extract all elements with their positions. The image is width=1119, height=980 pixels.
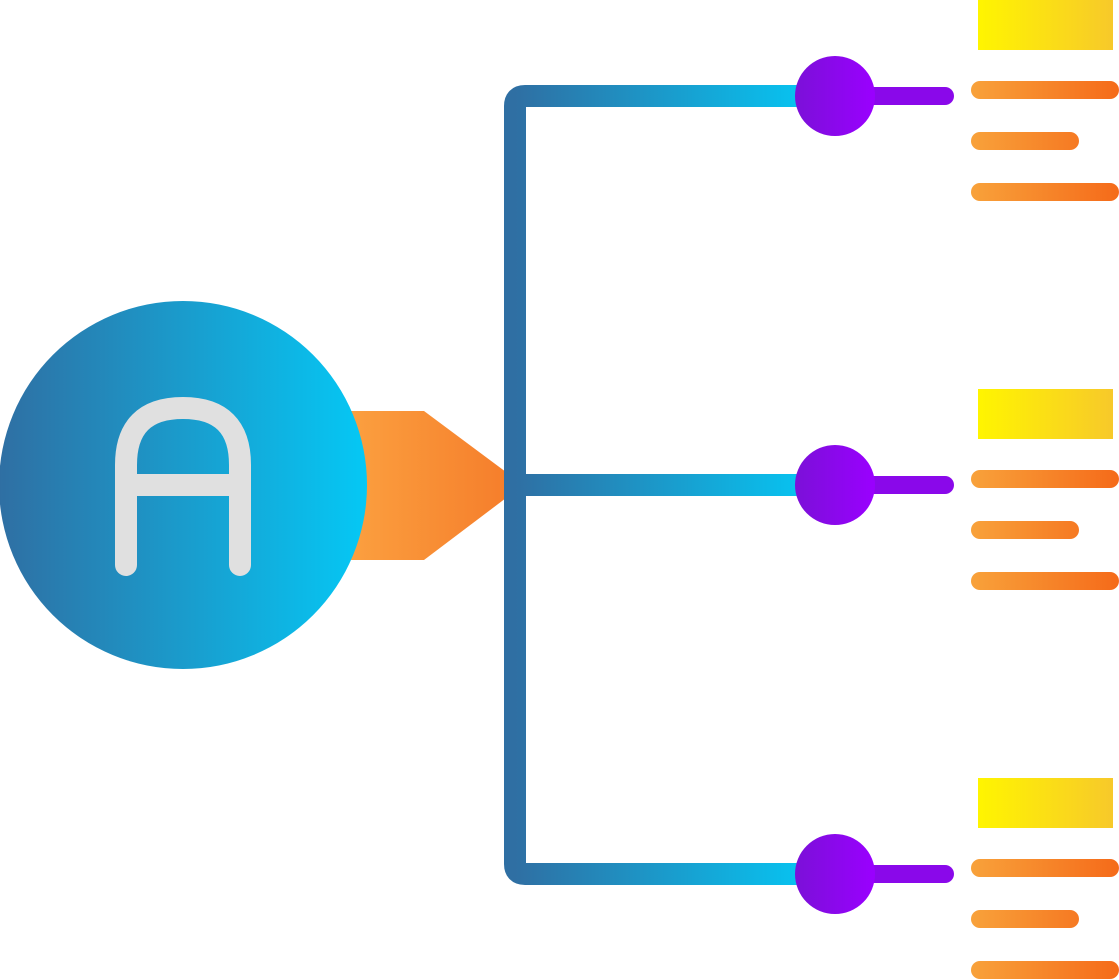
leaf-label-box-2 bbox=[978, 389, 1113, 439]
branch-node-dot-1 bbox=[795, 56, 875, 136]
leaf-label-box-1 bbox=[978, 0, 1113, 50]
branch-node-dot-2 bbox=[795, 445, 875, 525]
branch-node-dot-3 bbox=[795, 834, 875, 914]
leaf-label-box-3 bbox=[978, 778, 1113, 828]
branch-group bbox=[515, 0, 1119, 979]
root-pointer-arrow bbox=[330, 411, 517, 560]
root-letter-icon: A bbox=[115, 397, 251, 576]
